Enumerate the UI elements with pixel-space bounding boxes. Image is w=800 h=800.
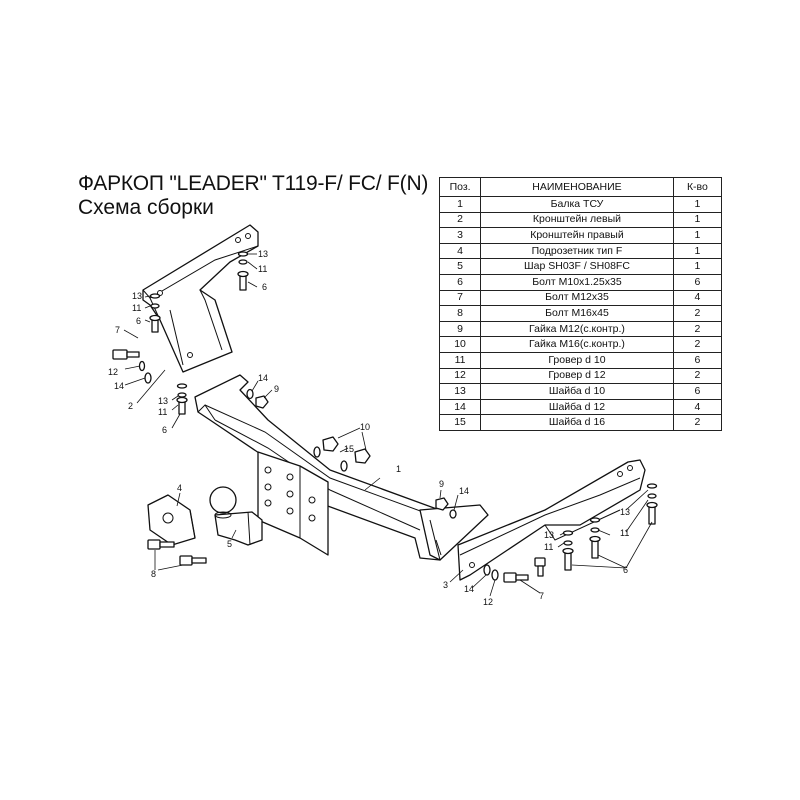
callout-6: 6 (262, 282, 267, 292)
callout-12: 12 (483, 597, 493, 607)
leader-lines (123, 253, 653, 597)
diagram-subtitle: Схема сборки (78, 196, 214, 219)
callout-labels: 13 11 6 13 11 6 7 12 14 2 13 11 6 14 9 1… (108, 249, 630, 607)
row-name: Кронштейн правый (480, 227, 674, 244)
callout-11: 11 (158, 407, 167, 417)
callout-11: 11 (132, 303, 141, 313)
callout-13: 13 (258, 249, 268, 259)
socket-plate-drawing (147, 494, 196, 546)
diagram-title: ФАРКОП "LEADER" T119-F/ FC/ F(N) (78, 172, 429, 195)
callout-15: 15 (344, 444, 354, 454)
right-bracket-drawing (457, 459, 646, 581)
callout-13: 13 (544, 530, 554, 540)
callout-9: 9 (439, 479, 444, 489)
row-pos: 15 (438, 414, 482, 431)
callout-6: 6 (162, 425, 167, 435)
callout-13: 13 (620, 507, 630, 517)
callout-2: 2 (128, 401, 133, 411)
callout-6: 6 (623, 565, 628, 575)
row-qty: 2 (672, 414, 723, 431)
callout-8: 8 (151, 569, 156, 579)
main-beam-drawing (194, 374, 489, 561)
row-pos: 12 (438, 367, 482, 385)
callout-11: 11 (544, 542, 553, 552)
header-qty: К-во (672, 177, 723, 197)
callout-11: 11 (258, 264, 267, 274)
callout-13: 13 (158, 396, 168, 406)
row-name: Шайба d 16 (480, 414, 674, 431)
callout-14: 14 (464, 584, 474, 594)
row-name: Болт М12x35 (480, 289, 674, 307)
callout-9: 9 (274, 384, 279, 394)
header-pos: Поз. (438, 177, 482, 197)
left-bracket-drawing (142, 224, 259, 373)
callout-3: 3 (443, 580, 448, 590)
callout-5: 5 (227, 539, 232, 549)
callout-13: 13 (132, 291, 142, 301)
callout-4: 4 (177, 483, 182, 493)
callout-1: 1 (396, 464, 401, 474)
row-name: Болт М16x45 (480, 305, 674, 322)
callout-14: 14 (114, 381, 124, 391)
callout-6: 6 (136, 316, 141, 326)
header-name: НАИМЕНОВАНИЕ (480, 177, 674, 197)
hardware-group (112, 251, 658, 583)
tow-ball-drawing (209, 486, 263, 546)
callout-12: 12 (108, 367, 118, 377)
callout-7: 7 (115, 325, 120, 335)
callout-7: 7 (539, 591, 544, 601)
callout-14: 14 (459, 486, 469, 496)
parts-table-header: Поз. НАИМЕНОВАНИЕ К-во (438, 177, 723, 197)
callout-10: 10 (360, 422, 370, 432)
callout-11: 11 (620, 528, 629, 538)
callout-14: 14 (258, 373, 268, 383)
